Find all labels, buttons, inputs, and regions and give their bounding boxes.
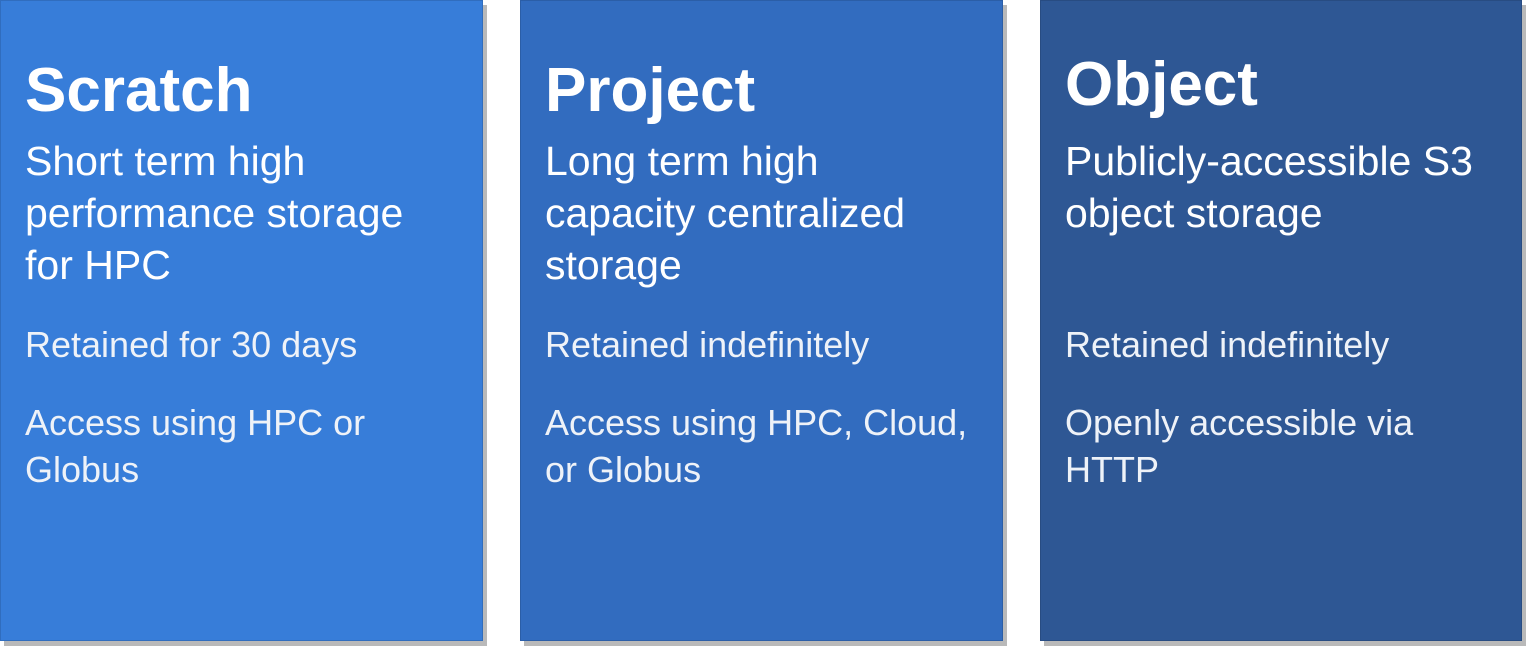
card-title: Scratch: [25, 56, 253, 125]
card-retention: Retained for 30 days: [25, 324, 358, 365]
card-description: Publicly-accessible S3 object storage: [1065, 138, 1473, 236]
storage-card-scratch: Scratch Short term high performance stor…: [0, 0, 483, 641]
card-access: Access using HPC, Cloud, or Globus: [545, 402, 968, 490]
card-title: Project: [545, 56, 756, 125]
card-retention: Retained indefinitely: [1065, 324, 1390, 365]
card-title: Object: [1065, 50, 1258, 119]
card-retention: Retained indefinitely: [545, 324, 870, 365]
card-description: Short term high performance storage for …: [25, 138, 404, 288]
storage-card-object: Object Publicly-accessible S3 object sto…: [1040, 0, 1522, 641]
card-access: Openly accessible via HTTP: [1065, 402, 1414, 490]
card-description: Long term high capacity centralized stor…: [545, 138, 906, 288]
card-access: Access using HPC or Globus: [25, 402, 366, 490]
storage-card-project: Project Long term high capacity centrali…: [520, 0, 1003, 641]
